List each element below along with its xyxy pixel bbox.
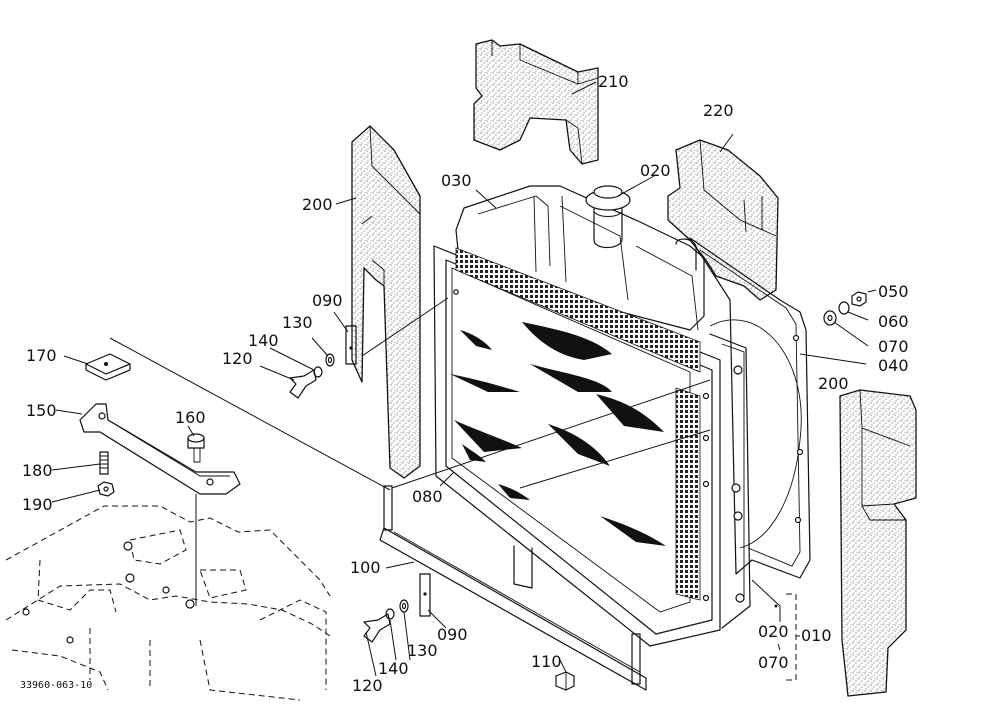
foam-side-pad-200-left — [351, 125, 421, 479]
support-bar-100 — [379, 485, 647, 691]
fan-shroud-040 — [689, 237, 811, 579]
callout-130-top: 130 — [282, 313, 313, 332]
washer-130-top — [325, 353, 335, 367]
callout-090-bottom: 090 — [437, 625, 468, 644]
callout-140-top: 140 — [248, 331, 279, 350]
washer-130-bottom — [399, 599, 409, 613]
foam-pad-220 — [667, 139, 779, 301]
callout-150: 150 — [26, 401, 57, 420]
pad-170 — [85, 353, 131, 381]
callout-080: 080 — [412, 487, 443, 506]
callout-070-right: 070 — [878, 337, 909, 356]
wingnut-120-top — [289, 369, 317, 399]
callout-190: 190 — [22, 495, 53, 514]
nut-050 — [851, 291, 867, 307]
callout-160: 160 — [175, 408, 206, 427]
leader-lines — [51, 81, 877, 681]
callout-120-top: 120 — [222, 349, 253, 368]
callout-020-top: 020 — [640, 161, 671, 180]
figure-number: 33960-063-10 — [20, 680, 92, 691]
callout-070-bottom: 070 — [758, 653, 789, 672]
nut-190 — [97, 481, 115, 497]
callouts: 210 220 020 030 200 090 130 140 120 050 … — [20, 72, 909, 695]
callout-060: 060 — [878, 312, 909, 331]
bracket-150 — [79, 403, 241, 495]
callout-110: 110 — [531, 652, 562, 671]
callout-120-bottom: 120 — [352, 676, 383, 695]
callout-040: 040 — [878, 356, 909, 375]
callout-140-bottom: 140 — [378, 659, 409, 678]
radiator-core-080 — [433, 245, 751, 647]
wingnut-120-bottom — [363, 613, 391, 643]
foam-pad-210 — [473, 39, 599, 165]
chassis-outline — [5, 505, 331, 701]
callout-130-bottom: 130 — [407, 641, 438, 660]
callout-200-right: 200 — [818, 374, 849, 393]
washer-070 — [823, 310, 837, 326]
callout-200-left: 200 — [302, 195, 333, 214]
callout-090-top: 090 — [312, 291, 343, 310]
bolt-110 — [555, 671, 575, 691]
callout-020-bottom: 020 — [758, 622, 789, 641]
clip-090-bottom — [419, 573, 431, 617]
stud-180 — [99, 451, 109, 475]
callout-030: 030 — [441, 171, 472, 190]
callout-180: 180 — [22, 461, 53, 480]
callout-220: 220 — [703, 101, 734, 120]
washer-060 — [838, 301, 850, 315]
callout-050: 050 — [878, 282, 909, 301]
clip-090-top — [345, 325, 357, 365]
foam-side-pad-200-right — [839, 389, 917, 697]
callout-010: 010 — [801, 626, 832, 645]
callout-100: 100 — [350, 558, 381, 577]
bolt-160 — [187, 433, 205, 463]
callout-170: 170 — [26, 346, 57, 365]
callout-210: 210 — [598, 72, 629, 91]
